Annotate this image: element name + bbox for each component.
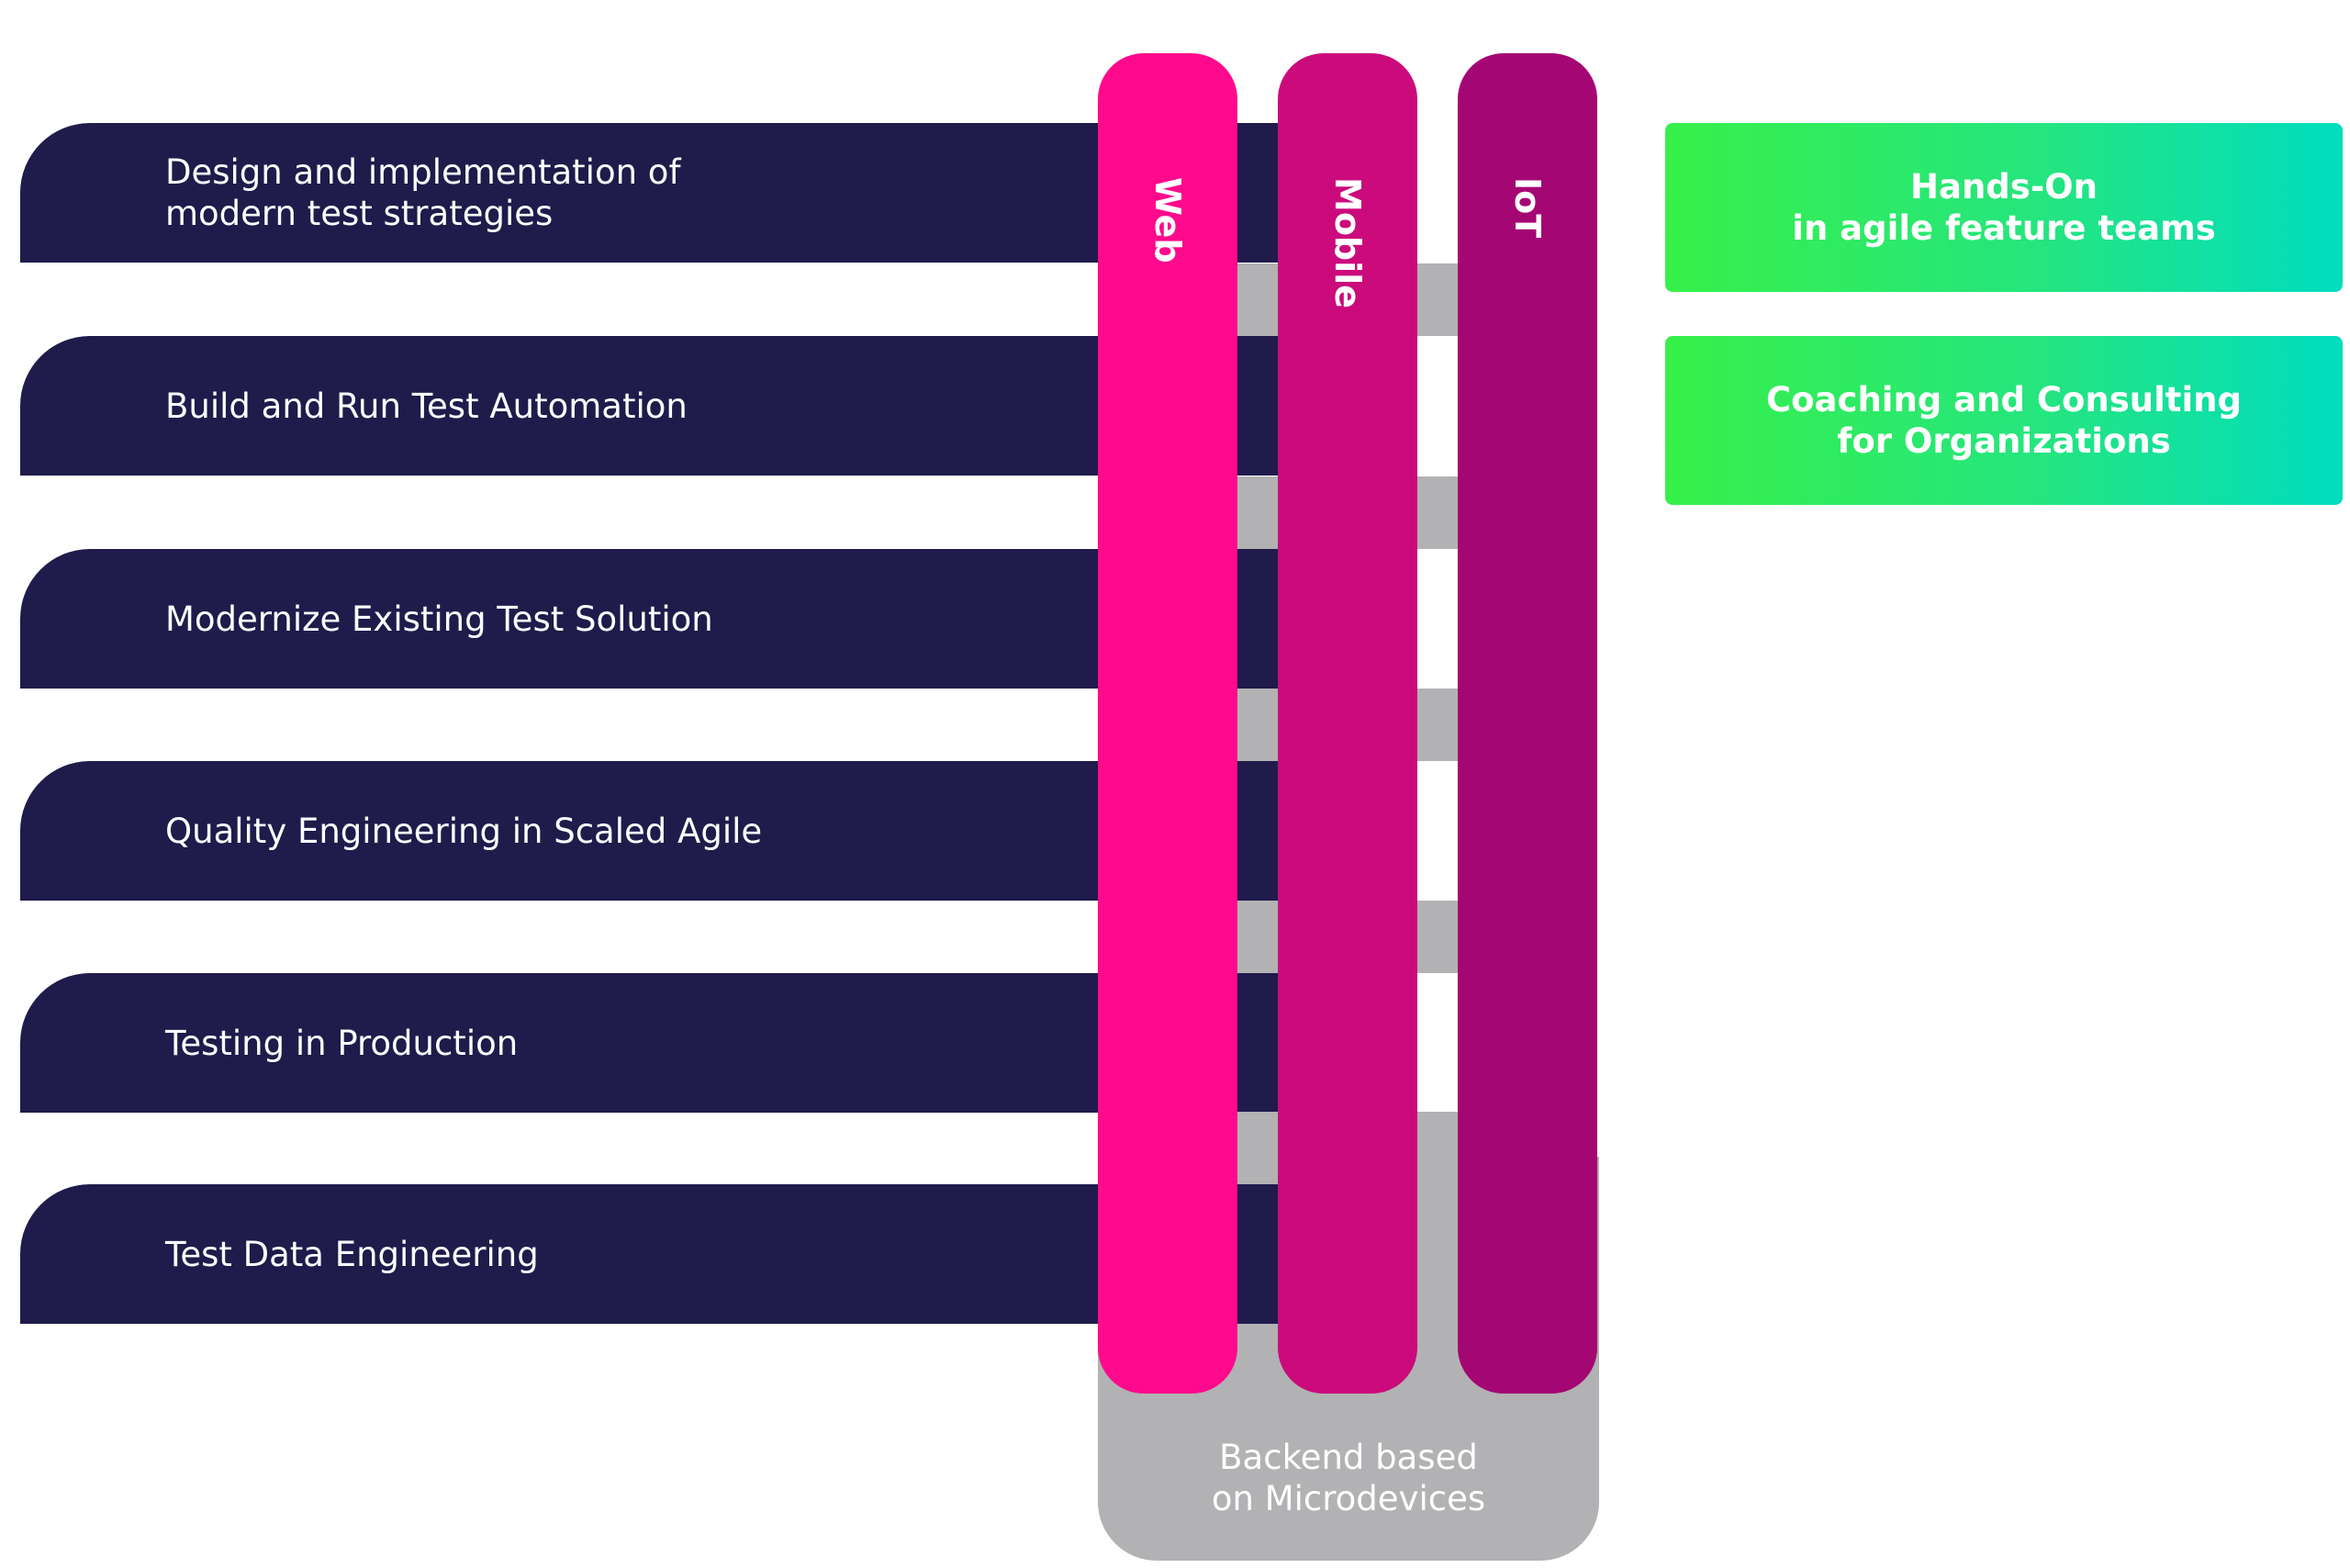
pillar-label-web: Web — [1147, 177, 1188, 263]
connector-gap — [1237, 689, 1280, 761]
connector-gap — [1417, 1112, 1460, 1184]
pillar-web: Web — [1098, 53, 1237, 1394]
engagement-label: Coaching and Consulting for Organization… — [1765, 380, 2243, 461]
service-label: Test Data Engineering — [165, 1234, 539, 1274]
service-bar-test-automation: Build and Run Test Automation — [20, 336, 1285, 476]
engagement-label: Hands-On in agile feature teams — [1792, 167, 2216, 248]
connector-gap — [1417, 263, 1460, 336]
service-label: Quality Engineering in Scaled Agile — [165, 811, 763, 851]
pillar-iot: IoT — [1458, 53, 1597, 1394]
connector-gap — [1417, 689, 1460, 761]
service-bar-test-data: Test Data Engineering — [20, 1184, 1285, 1324]
connector-gap — [1417, 901, 1460, 973]
connector-gap — [1237, 901, 1280, 973]
service-bar-test-strategies: Design and implementation of modern test… — [20, 123, 1285, 263]
connector-gap — [1237, 476, 1280, 549]
pillar-label-mobile: Mobile — [1327, 177, 1368, 308]
connector-gap — [1417, 476, 1460, 549]
pillar-mobile: Mobile — [1278, 53, 1417, 1394]
pillar-label-iot: IoT — [1507, 177, 1548, 239]
service-label: Build and Run Test Automation — [165, 386, 688, 426]
service-bar-modernize: Modernize Existing Test Solution — [20, 549, 1285, 689]
connector-gap — [1237, 1112, 1280, 1184]
connector-gap — [1237, 263, 1280, 336]
service-label: Design and implementation of modern test… — [165, 152, 681, 233]
engagement-hands-on: Hands-On in agile feature teams — [1665, 123, 2343, 292]
service-bar-scaled-agile: Quality Engineering in Scaled Agile — [20, 761, 1285, 901]
engagement-coaching: Coaching and Consulting for Organization… — [1665, 336, 2343, 505]
service-label: Modernize Existing Test Solution — [165, 599, 713, 639]
service-label: Testing in Production — [165, 1023, 519, 1063]
service-bar-testing-production: Testing in Production — [20, 973, 1285, 1113]
backend-label: Backend based on Microdevices — [1211, 1438, 1486, 1518]
